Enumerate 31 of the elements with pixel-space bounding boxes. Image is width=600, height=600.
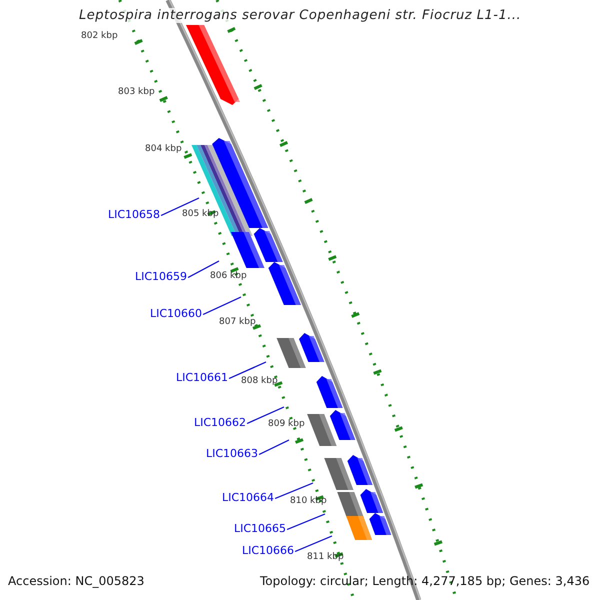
scale-label: 806 kbp [210, 271, 247, 281]
scale-label: 805 kbp [182, 209, 219, 219]
leader-line [188, 260, 220, 278]
scale-label: 803 kbp [118, 87, 155, 97]
gene-name-label: LIC10660 [150, 307, 202, 320]
scale-label: 810 kbp [290, 496, 327, 506]
scale-label: 808 kbp [241, 376, 278, 386]
leader-line [160, 197, 200, 216]
scale-label: 802 kbp [81, 31, 118, 41]
genome-info-text: Topology: circular; Length: 4,277,185 bp; Genes: 3,436 [260, 574, 590, 588]
gene-name-label: LIC10659 [135, 270, 188, 283]
gene-name-label: LIC10665 [234, 522, 286, 535]
leader-line [286, 513, 326, 530]
leader-line [202, 296, 242, 316]
gene-name-label: LIC10666 [242, 544, 294, 557]
gene-name-label: LIC10663 [206, 447, 258, 460]
gene-name-label: LIC10658 [108, 208, 160, 221]
diagram-title: Leptospira interrogans serovar Copenhageni str. Fiocruz L1-1... [79, 8, 522, 23]
scale-label: 809 kbp [268, 419, 305, 429]
scale-label: 807 kbp [219, 317, 256, 327]
gene-name-label: LIC10664 [222, 491, 274, 504]
scale-label: 804 kbp [145, 144, 182, 154]
leader-line [294, 535, 332, 552]
leader-line [246, 406, 284, 424]
accession-text: Accession: NC_005823 [8, 574, 144, 588]
gene-name-label: LIC10662 [194, 416, 246, 429]
leader-line [228, 361, 266, 380]
scale-label: 811 kbp [307, 552, 344, 562]
gene-name-label: LIC10661 [176, 371, 228, 384]
leader-line [258, 439, 290, 456]
leader-line [274, 482, 314, 500]
